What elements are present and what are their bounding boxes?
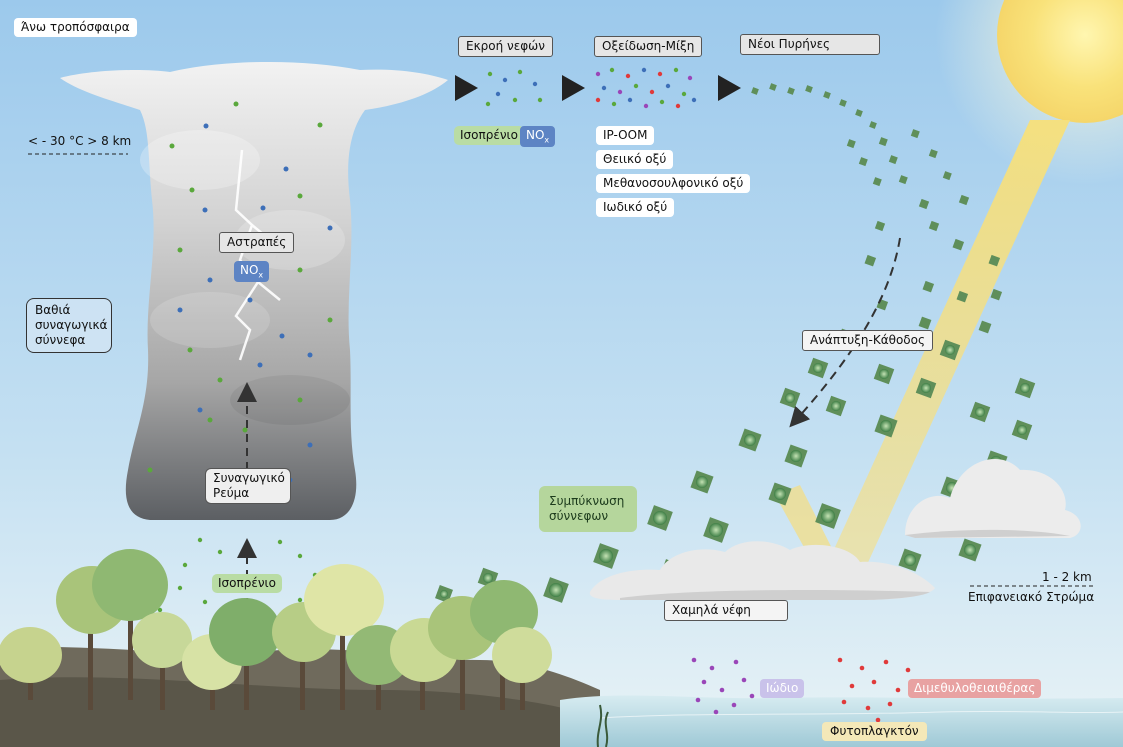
cloud-molecules [147, 101, 333, 483]
seaweed [596, 704, 609, 747]
flow-arrow-2 [562, 75, 585, 101]
surface-layer-label: Επιφανειακό Στρώμα [968, 590, 1095, 604]
oxidation-mixing-label: Οξείδωση-Μίξη [594, 36, 703, 57]
dms-dots [837, 657, 911, 723]
low-cloud-center [589, 541, 935, 600]
product-iodic-acid: Ιωδικό οξύ [596, 198, 675, 217]
cloud-top-temperature-label: < - 30 °C > 8 km [28, 134, 132, 148]
deep-convective-clouds-label: Βαθιά συναγωγικά σύννεφα [26, 298, 112, 353]
growth-descent-label: Ανάπτυξη-Κάθοδος [802, 330, 934, 351]
product-msa: Μεθανοσουλφονικό οξύ [596, 174, 751, 193]
sea [560, 695, 1123, 747]
iodine-label: Ιώδιο [760, 679, 805, 698]
phytoplankton-label: Φυτοπλαγκτόν [822, 722, 927, 741]
isoprene-top-label: Ισοπρένιο [454, 126, 524, 145]
dms-label: Διμεθυλοθειαιθέρας [908, 679, 1042, 698]
outflow-dots [485, 69, 543, 107]
new-nuclei-label: Νέοι Πυρήνες [740, 34, 880, 55]
isoprene-ground-label: Ισοπρένιο [212, 574, 282, 593]
upper-troposphere-label: Άνω τροπόσφαιρα [14, 18, 137, 37]
forest [0, 549, 552, 710]
lightning-label: Αστραπές [219, 232, 295, 253]
boundary-height-label: 1 - 2 km [1042, 570, 1092, 584]
cloud-outflow-label: Εκροή νεφών [458, 36, 553, 57]
descent-arrow [789, 237, 901, 428]
low-cloud-right [905, 459, 1081, 538]
nox-label-cloud: NOx [234, 261, 270, 283]
iodine-dots [691, 657, 755, 715]
low-clouds-label: Χαμηλά νέφη [664, 600, 788, 621]
sun-icon [997, 0, 1123, 123]
convective-current-label: Συναγωγικό Ρεύμα [205, 468, 291, 504]
hill-mid [0, 677, 590, 747]
flow-arrow-3 [718, 75, 741, 101]
product-ip-oom: IP-OOM [596, 126, 655, 145]
oxidation-dots [595, 67, 697, 109]
product-sulfuric-acid: Θειικό οξύ [596, 150, 674, 169]
flow-arrow-1 [455, 75, 478, 101]
cloud-condensation-label: Συμπύκνωση σύννεφων [539, 486, 637, 532]
nox-label-top: NOx [520, 126, 556, 148]
